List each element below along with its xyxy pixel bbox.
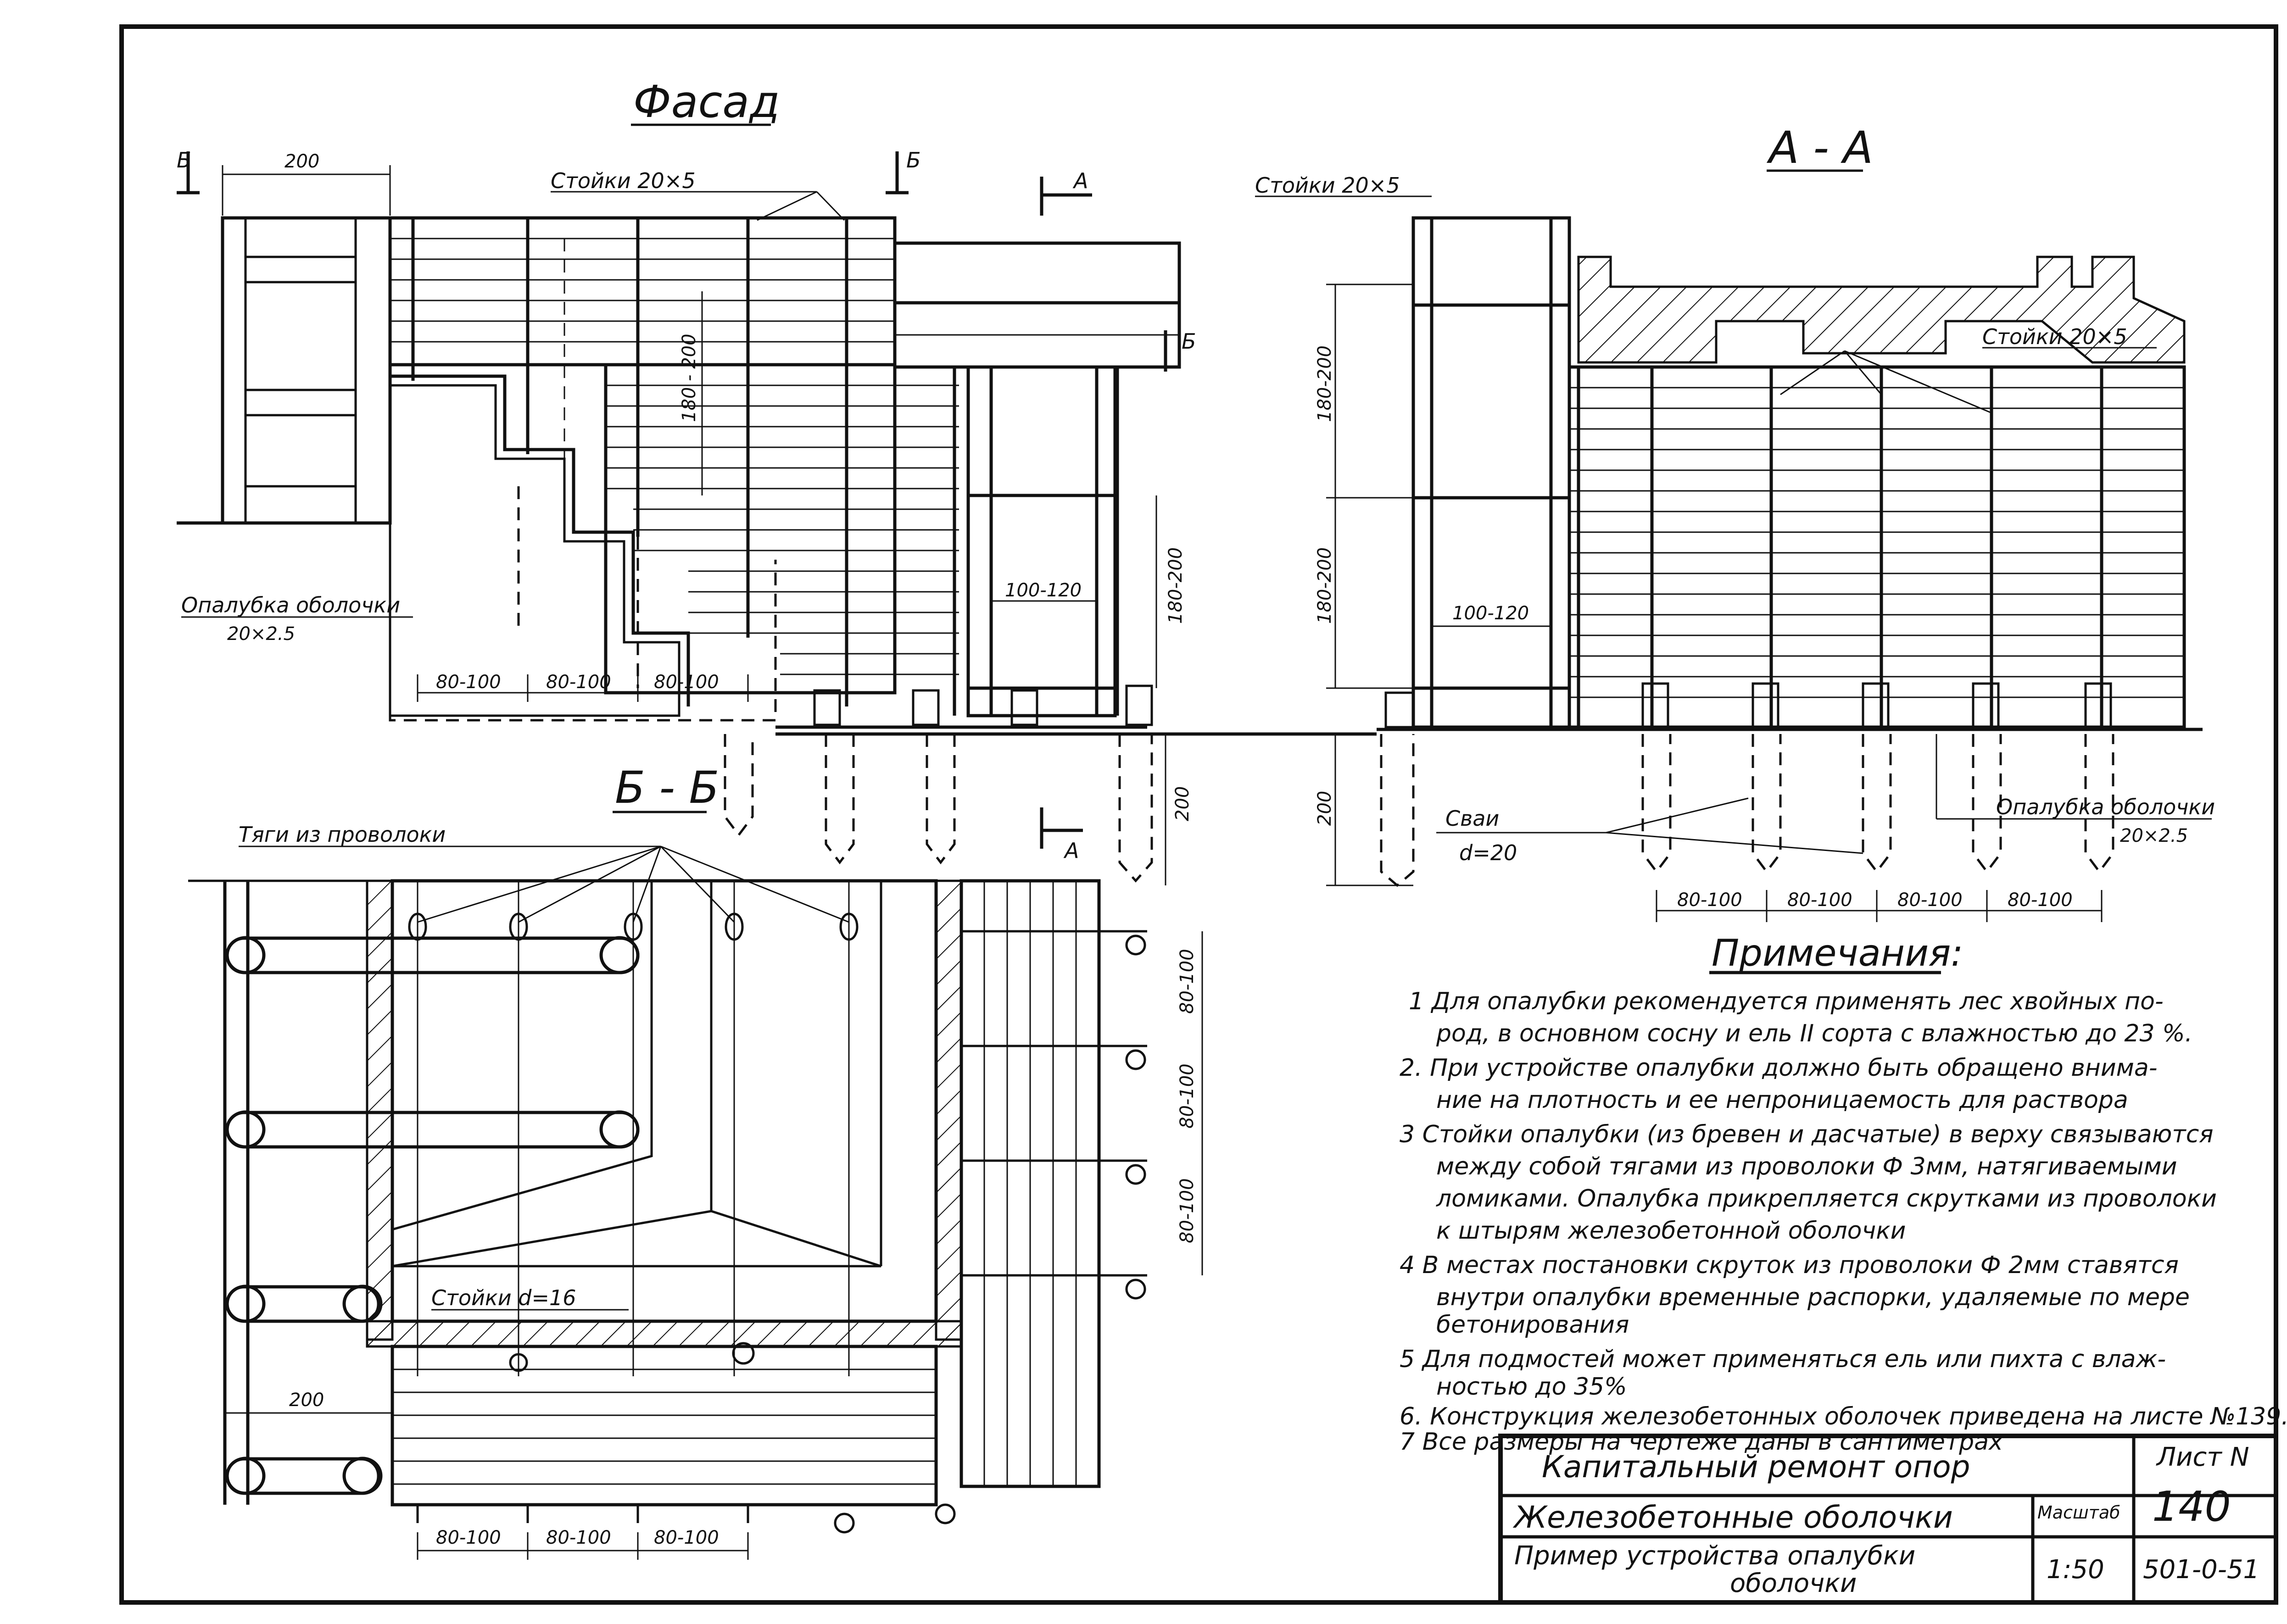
facade-formwork-label: Опалубка оболочки xyxy=(181,593,400,617)
section-aa-dim-lower: 180-200 xyxy=(1314,547,1335,624)
section-bb-mark-a: А xyxy=(1063,838,1079,863)
section-bb-logs xyxy=(225,936,640,1495)
section-aa-posts xyxy=(1577,367,2103,727)
note-line-3: 2. При устройстве опалубки должно быть о… xyxy=(1400,1054,2158,1082)
note-line-14: 6. Конструкция железобетонных оболочек п… xyxy=(1400,1403,2287,1430)
title-block: Капитальный ремонт опор Железобетонные о… xyxy=(1498,1434,2278,1605)
facade-boards xyxy=(390,238,959,675)
facade-formwork-size: 20×2.5 xyxy=(227,623,295,645)
title-drawing-line2: оболочки xyxy=(1730,1568,1857,1598)
note-line-11: бетонирования xyxy=(1436,1311,1629,1339)
note-line-13: ностью до 35% xyxy=(1436,1373,1627,1401)
title-drawing: Пример устройства опалубки xyxy=(1514,1541,1915,1571)
title-scale-label: Масштаб xyxy=(2037,1502,2120,1523)
facade-mark-b-right: Б xyxy=(906,148,921,172)
section-aa-dim-100-120: 100-120 xyxy=(1452,603,1529,624)
sheet-frame xyxy=(119,24,2278,1605)
section-bb-side-dim-2: 80-100 xyxy=(1177,1063,1198,1129)
facade-title: Фасад xyxy=(633,76,780,128)
section-aa-posts-right: Стойки 20×5 xyxy=(1982,324,2127,349)
section-aa-dim-200: 200 xyxy=(1314,791,1335,826)
note-line-1: 1 Для опалубки рекомендуется применять л… xyxy=(1409,988,2164,1015)
section-aa-posts-left: Стойки 20×5 xyxy=(1255,173,1400,198)
section-bb-side-dim-1: 80-100 xyxy=(1177,949,1198,1014)
section-aa-dim-upper: 180-200 xyxy=(1314,345,1335,422)
section-bb-ties xyxy=(408,881,859,1376)
title-sheet-label: Лист N xyxy=(2156,1442,2249,1472)
section-bb-view: Б - Б Тяги из проволоки А xyxy=(188,762,1203,1560)
title-scale: 1:50 xyxy=(2047,1555,2104,1585)
section-aa-boards xyxy=(1569,387,2184,698)
facade-mark-a: А xyxy=(1072,168,1088,193)
notes-heading: Примечания: xyxy=(1712,932,1963,974)
notes-block: Примечания: 1 Для опалубки рекомендуется… xyxy=(1400,932,2287,1456)
section-bb-side-dim-3: 80-100 xyxy=(1177,1178,1198,1243)
section-bb-title: Б - Б xyxy=(615,762,719,813)
title-subject: Железобетонные оболочки xyxy=(1512,1500,1953,1535)
title-code: 501-0-51 xyxy=(2143,1555,2259,1585)
note-line-12: 5 Для подмостей может применяться ель ил… xyxy=(1400,1346,2166,1373)
facade-mark-b-cap: Б xyxy=(1182,329,1196,354)
facade-mark-b-left: Б xyxy=(177,148,191,172)
section-aa-formwork-size: 20×2.5 xyxy=(2120,825,2188,846)
facade-view: Фасад Б Б А 200 Стойки 20×5 xyxy=(177,76,1377,885)
facade-posts-label: Стойки 20×5 xyxy=(551,168,696,193)
section-aa-formwork-label: Опалубка оболочки xyxy=(1996,795,2215,819)
note-line-4: ние на плотность и ее непроницаемость дл… xyxy=(1436,1086,2128,1114)
title-sheet-no: 140 xyxy=(2152,1483,2231,1531)
section-bb-dim-200: 200 xyxy=(289,1390,324,1411)
section-bb-ties-label: Тяги из проволоки xyxy=(239,822,446,847)
section-aa-piles-label: Сваи xyxy=(1445,806,1499,831)
note-line-8: к штырям железобетонной оболочки xyxy=(1436,1217,1906,1245)
facade-dim-180-200: 180 - 200 xyxy=(679,334,700,422)
note-line-6: между собой тягами из проволоки Ф 3мм, н… xyxy=(1436,1153,2177,1180)
section-bb-posts-label: Стойки d=16 xyxy=(431,1285,576,1310)
note-line-10: внутри опалубки временные распорки, удал… xyxy=(1436,1284,2190,1311)
title-project: Капитальный ремонт опор xyxy=(1542,1449,1970,1485)
section-aa-dim-4: 80-100 xyxy=(2008,890,2073,911)
section-aa-view: А - А Стойки 20×5 Стойки 20×5 xyxy=(1255,122,2215,922)
facade-dim-200: 200 xyxy=(284,151,319,172)
facade-dim-3: 80-100 xyxy=(654,672,719,693)
facade-dim-2: 80-100 xyxy=(546,672,611,693)
note-line-9: 4 В местах постановки скруток из проволо… xyxy=(1400,1251,2179,1279)
note-line-2: род, в основном сосну и ель II сорта с в… xyxy=(1436,1020,2192,1047)
section-aa-dim-2: 80-100 xyxy=(1787,890,1852,911)
facade-dim-200-pile: 200 xyxy=(1172,786,1193,821)
section-bb-bottom-dim-1: 80-100 xyxy=(436,1527,501,1548)
note-line-7: ломиками. Опалубка прикрепляется скрутка… xyxy=(1436,1185,2217,1212)
section-aa-dim-3: 80-100 xyxy=(1897,890,1963,911)
facade-dim-1: 80-100 xyxy=(436,672,501,693)
facade-dim-180-200-right: 180-200 xyxy=(1165,547,1186,624)
note-line-5: 3 Стойки опалубки (из бревен и дасчатые)… xyxy=(1400,1121,2214,1148)
section-aa-piles-d: d=20 xyxy=(1459,840,1517,865)
section-aa-title: А - А xyxy=(1766,122,1873,173)
section-bb-bottom-dim-3: 80-100 xyxy=(654,1527,719,1548)
section-bb-bottom-dim-2: 80-100 xyxy=(546,1527,611,1548)
section-aa-dim-1: 80-100 xyxy=(1677,890,1742,911)
facade-dim-100-120: 100-120 xyxy=(1005,580,1082,601)
